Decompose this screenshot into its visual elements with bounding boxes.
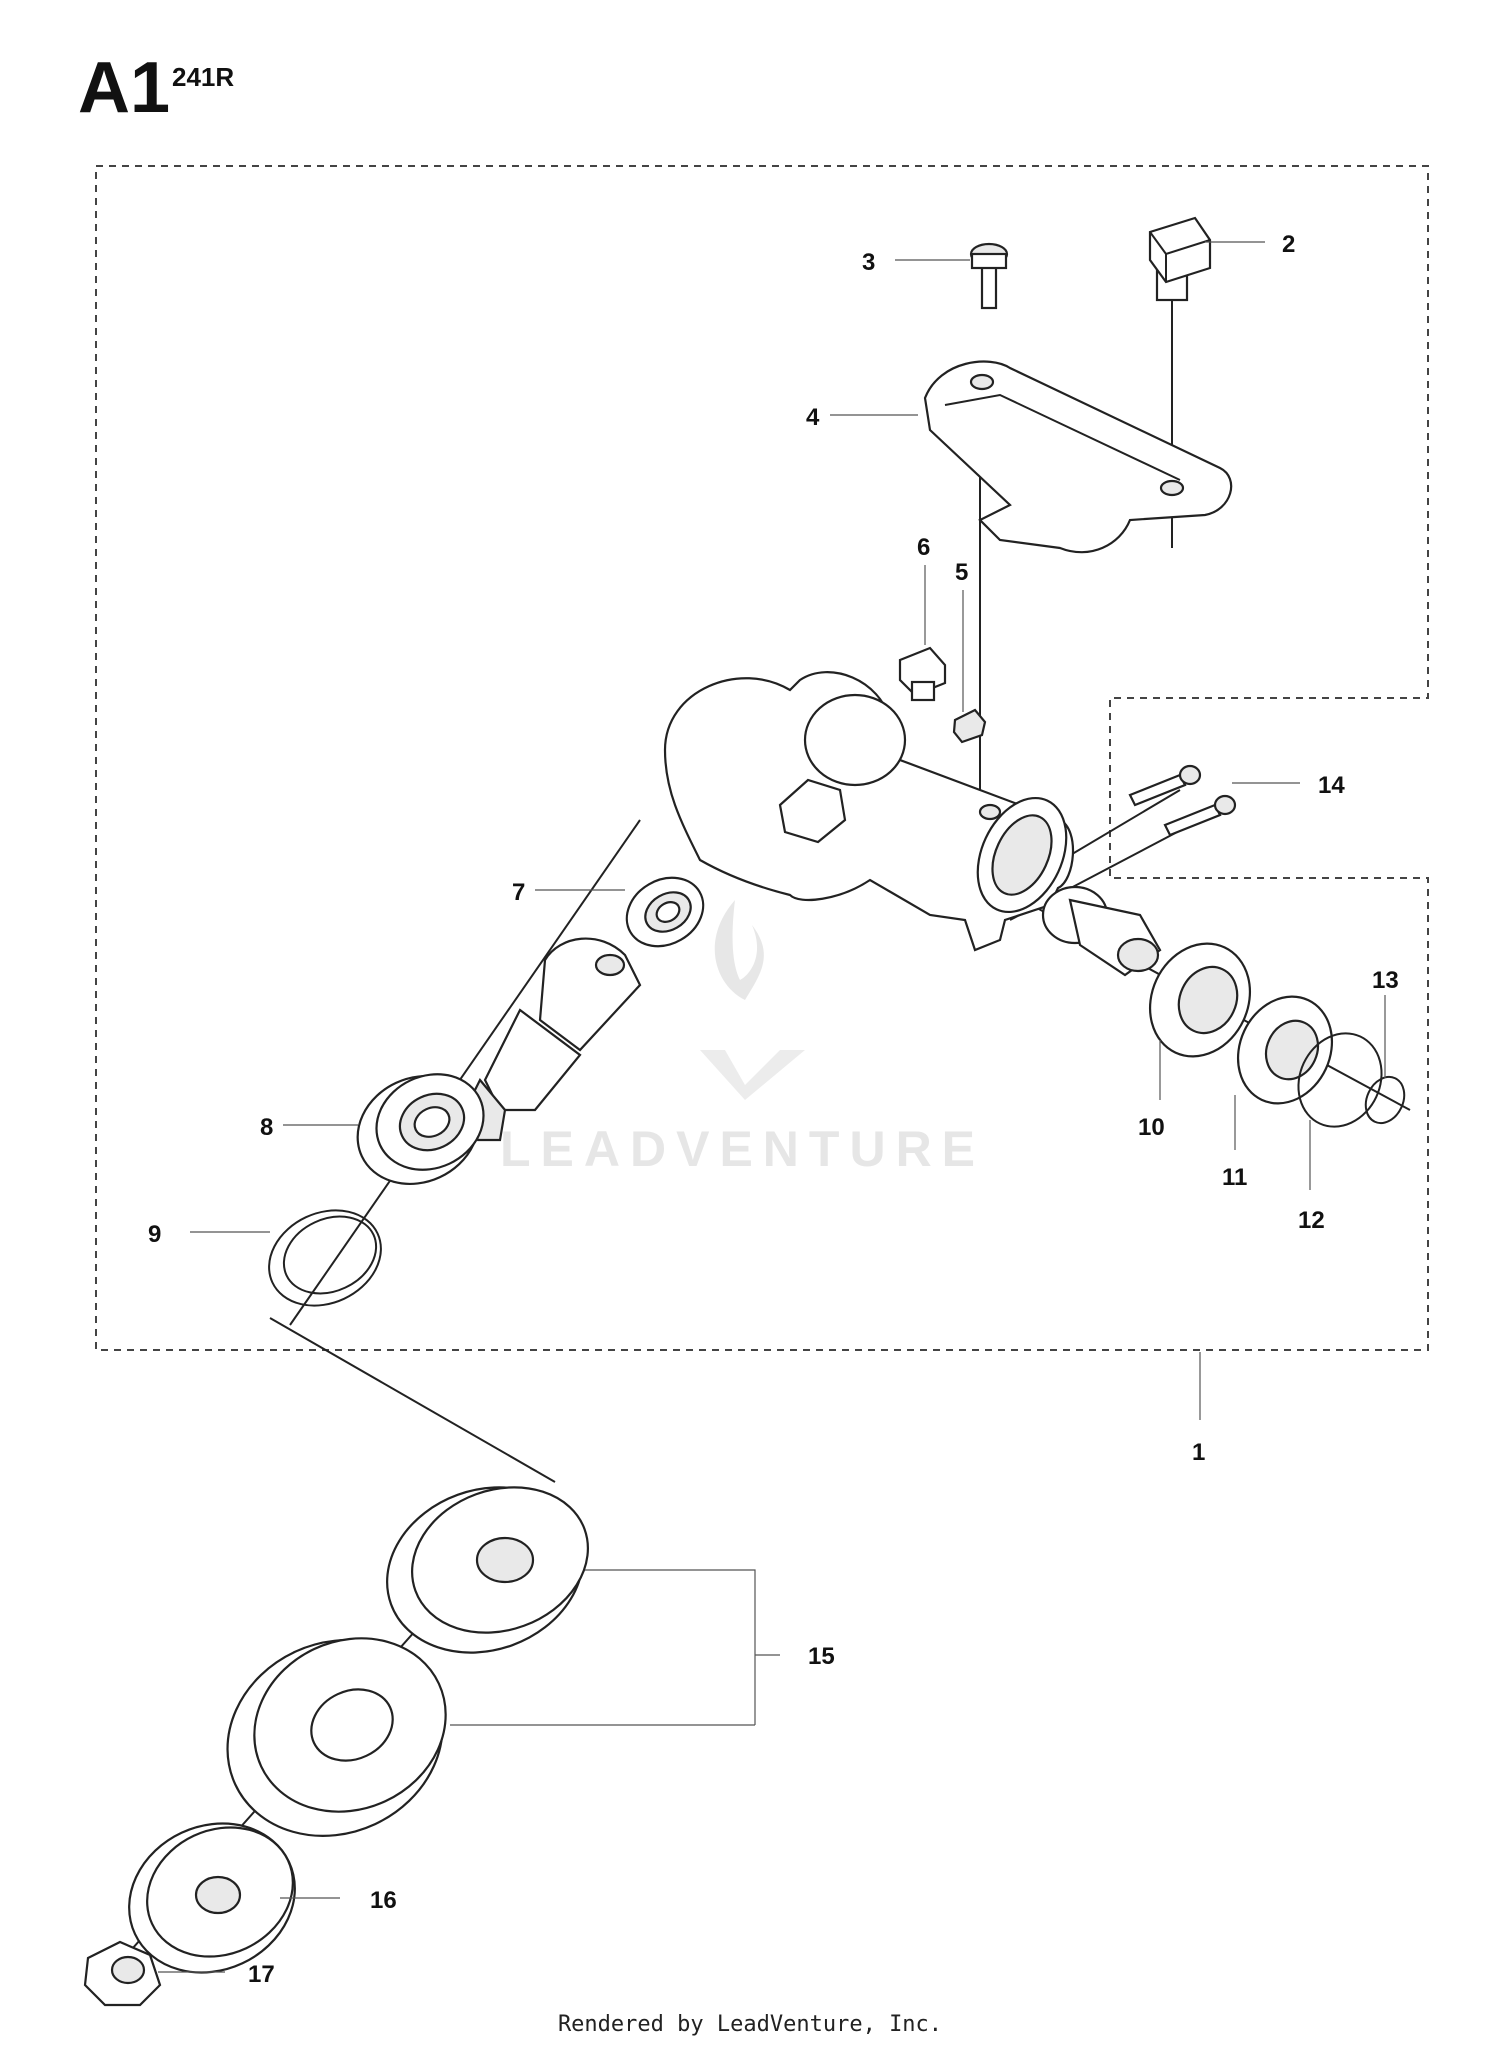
part-9-circlip [268, 1209, 382, 1307]
part-14-screws [1128, 764, 1237, 837]
footer-credit: Rendered by LeadVenture, Inc. [557, 2012, 943, 2037]
part-15-support-cup [226, 1637, 447, 1837]
part-3-screw [969, 242, 1009, 310]
part-11-seal [1236, 995, 1334, 1105]
watermark-logo [700, 900, 805, 1100]
part-15-flange-upper [386, 1486, 589, 1654]
callout-10: 10 [1138, 1114, 1165, 1141]
callout-3: 3 [862, 249, 875, 276]
part-5-key [952, 708, 987, 744]
axis-line-lower [269, 1317, 556, 1483]
callout-12: 12 [1298, 1207, 1325, 1234]
part-7-bearing [625, 876, 705, 948]
part-17-nut [83, 1940, 162, 2007]
axis-line-main [289, 819, 641, 1326]
callout-1: 1 [1192, 1439, 1205, 1466]
part-16-washer [128, 1822, 296, 1974]
part-6-plug [898, 646, 947, 702]
model-number: 241R [172, 62, 235, 92]
callout-13: 13 [1372, 967, 1399, 994]
part-2-clamp-bolt [1148, 216, 1212, 302]
assembly-boundary [95, 165, 1429, 1351]
callout-6: 6 [917, 534, 930, 561]
part-4-cover-plate [923, 360, 1233, 554]
leader-15-bracket [450, 1569, 780, 1726]
callout-5: 5 [955, 559, 968, 586]
callout-9: 9 [148, 1221, 161, 1248]
callout-14: 14 [1318, 772, 1345, 799]
watermark-text: LEADVENTURE [500, 1121, 986, 1177]
callout-17: 17 [248, 1961, 275, 1988]
callout-16: 16 [370, 1887, 397, 1914]
part-13-circlip [1364, 1075, 1406, 1125]
page-title: A1 [78, 48, 171, 128]
callout-7: 7 [512, 879, 525, 906]
part-8-bearing [356, 1073, 485, 1186]
callout-4: 4 [806, 404, 820, 431]
callout-2: 2 [1282, 231, 1295, 258]
part-12-ring [1297, 1032, 1383, 1128]
callout-11: 11 [1222, 1164, 1247, 1191]
part-10-bearing [1148, 942, 1252, 1058]
output-shaft [1041, 885, 1162, 977]
bevel-pinion-gear [463, 937, 642, 1142]
callout-8: 8 [260, 1114, 273, 1141]
callout-15: 15 [808, 1643, 835, 1670]
part-1-gear-housing [663, 671, 1074, 952]
